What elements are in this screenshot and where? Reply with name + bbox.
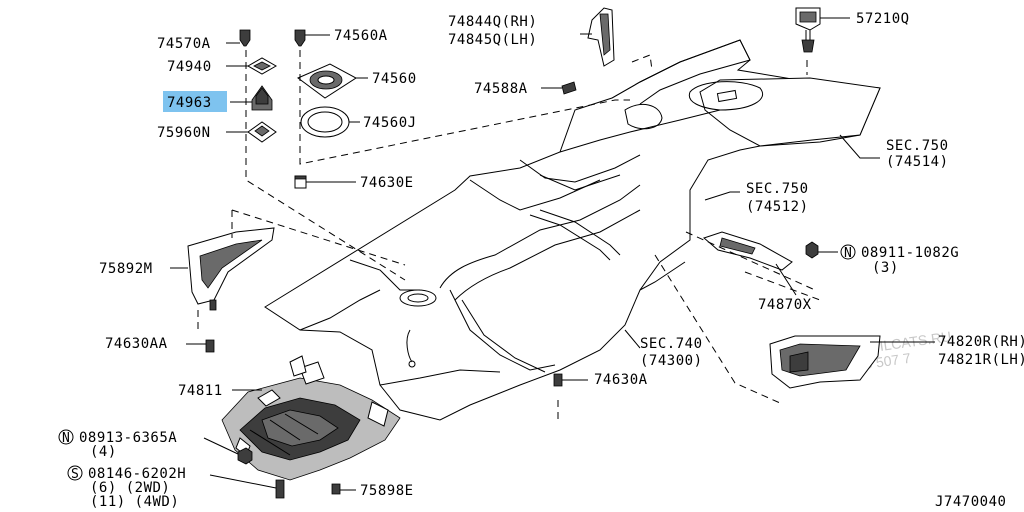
label-75892m[interactable]: 75892M xyxy=(99,261,153,277)
under-cover-drawing xyxy=(221,355,401,481)
label-74560j[interactable]: 74560J xyxy=(363,115,417,131)
leader-lines xyxy=(170,17,935,491)
label-74588a[interactable]: 74588A xyxy=(474,81,528,97)
nut-marker-08911-letter: N xyxy=(844,246,852,261)
label-74560[interactable]: 74560 xyxy=(372,71,417,87)
label-74560a[interactable]: 74560A xyxy=(334,28,388,44)
screw-marker-08146-letter: S xyxy=(71,467,79,482)
label-08911-1082g[interactable]: 08911-1082G xyxy=(861,245,959,261)
diagram-id: J7470040 xyxy=(935,494,1006,510)
label-74845q[interactable]: 74845Q(LH) xyxy=(448,32,537,48)
label-74820r[interactable]: 74820R(RH) xyxy=(938,334,1024,350)
label-74630e[interactable]: 74630E xyxy=(360,175,414,191)
label-74821r[interactable]: 74821R(LH) xyxy=(938,352,1024,368)
floor-panel-drawing xyxy=(264,39,881,421)
screw-marker-08146 xyxy=(67,465,83,481)
label-74630a[interactable]: 74630A xyxy=(594,372,648,388)
label-74811[interactable]: 74811 xyxy=(178,383,223,399)
label-sec750-74514-sub[interactable]: (74514) xyxy=(886,154,949,170)
label-sec740-sub[interactable]: (74300) xyxy=(640,353,703,369)
label-75960n[interactable]: 75960N xyxy=(157,125,211,141)
guide-lines xyxy=(197,50,821,420)
small-parts-drawing xyxy=(187,7,881,499)
highlight-74963 xyxy=(163,91,227,112)
label-74870x[interactable]: 74870X xyxy=(758,297,812,313)
label-74570a[interactable]: 74570A xyxy=(157,36,211,52)
label-sec750-74512[interactable]: SEC.750 xyxy=(746,181,809,197)
nut-marker-08913-letter: N xyxy=(62,431,70,446)
label-08146-qty-4wd: (11) (4WD) xyxy=(90,494,179,510)
label-sec750-74514[interactable]: SEC.750 xyxy=(886,138,949,154)
nut-marker-08913 xyxy=(58,429,74,445)
label-08146-6202h[interactable]: 08146-6202H xyxy=(88,466,186,482)
label-sec740[interactable]: SEC.740 xyxy=(640,336,703,352)
part-labels: 74570A 74940 74963 75960N 74560A 74560 7… xyxy=(58,11,1024,510)
label-08911-qty: (3) xyxy=(872,260,899,276)
label-08913-6365a[interactable]: 08913-6365A xyxy=(79,430,177,446)
label-74630aa[interactable]: 74630AA xyxy=(105,336,168,352)
label-74963[interactable]: 74963 xyxy=(167,95,212,111)
label-74844q[interactable]: 74844Q(RH) xyxy=(448,14,537,30)
label-75898e[interactable]: 75898E xyxy=(360,483,414,499)
label-sec750-74512-sub[interactable]: (74512) xyxy=(746,199,809,215)
label-74940[interactable]: 74940 xyxy=(167,59,212,75)
nut-marker-08911 xyxy=(840,244,856,260)
label-57210q[interactable]: 57210Q xyxy=(856,11,910,27)
label-08913-qty: (4) xyxy=(90,444,117,460)
label-08146-qty-2wd: (6) (2WD) xyxy=(90,480,170,496)
